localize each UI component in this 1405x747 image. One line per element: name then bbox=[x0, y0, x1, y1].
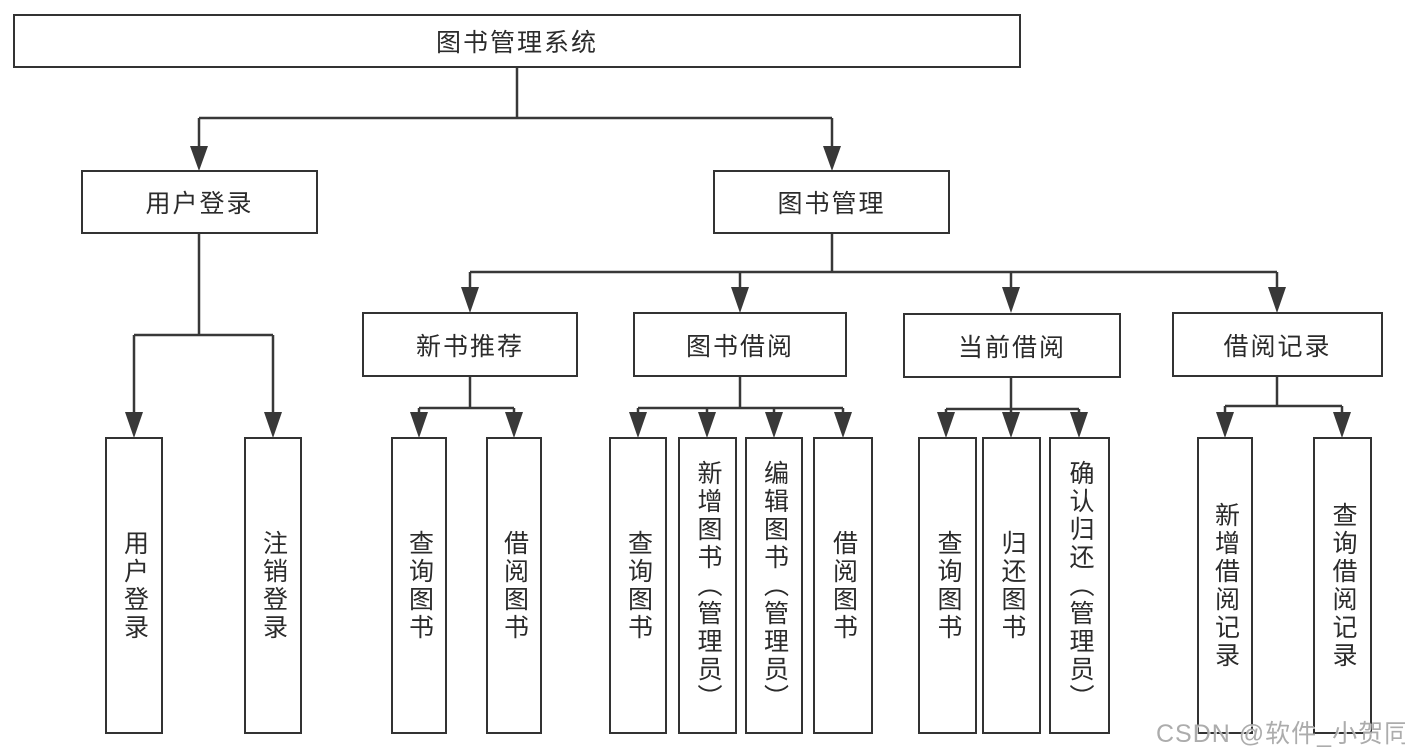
node-leaf-query-books-recommend: 查询图书 bbox=[391, 437, 447, 734]
node-label: 新增图书（管理员） bbox=[694, 459, 722, 712]
node-label: 查询图书 bbox=[405, 529, 434, 642]
node-borrowing-records: 借阅记录 bbox=[1172, 312, 1383, 377]
node-label: 归还图书 bbox=[998, 529, 1026, 642]
node-label: 当前借阅 bbox=[957, 333, 1066, 362]
node-label: 新书推荐 bbox=[415, 332, 524, 361]
node-leaf-query-books-borrowing: 查询图书 bbox=[609, 437, 667, 734]
node-label: 新增借阅记录 bbox=[1211, 501, 1240, 670]
node-label: 借阅记录 bbox=[1223, 332, 1332, 361]
node-label: 用户登录 bbox=[145, 190, 254, 218]
node-leaf-logout: 注销登录 bbox=[244, 437, 302, 734]
node-leaf-confirm-return-admin: 确认归还（管理员） bbox=[1049, 437, 1110, 734]
node-book-borrowing: 图书借阅 bbox=[633, 312, 847, 377]
node-label: 查询借阅记录 bbox=[1329, 501, 1357, 670]
node-label: 图书管理 bbox=[777, 190, 886, 218]
node-label: 用户登录 bbox=[120, 529, 149, 642]
node-user-login: 用户登录 bbox=[81, 170, 318, 234]
watermark: CSDN @软件_小贺同学 bbox=[1156, 720, 1405, 747]
node-leaf-user-login: 用户登录 bbox=[105, 437, 163, 734]
node-leaf-return-books: 归还图书 bbox=[982, 437, 1041, 734]
node-new-book-recommend: 新书推荐 bbox=[362, 312, 578, 377]
node-leaf-query-borrow-record: 查询借阅记录 bbox=[1313, 437, 1372, 734]
node-leaf-borrow-books-recommend: 借阅图书 bbox=[486, 437, 542, 734]
node-label: 借阅图书 bbox=[500, 529, 529, 642]
node-label: 注销登录 bbox=[259, 529, 288, 642]
node-current-borrowing: 当前借阅 bbox=[903, 313, 1121, 378]
node-label: 编辑图书（管理员） bbox=[760, 459, 789, 712]
node-label: 查询图书 bbox=[934, 529, 962, 642]
node-leaf-add-borrow-record: 新增借阅记录 bbox=[1197, 437, 1253, 734]
node-book-management: 图书管理 bbox=[713, 170, 950, 234]
node-library-system: 图书管理系统 bbox=[13, 14, 1021, 68]
node-label: 确认归还（管理员） bbox=[1066, 459, 1094, 712]
node-leaf-query-books-current: 查询图书 bbox=[918, 437, 977, 734]
node-leaf-add-book-admin: 新增图书（管理员） bbox=[678, 437, 737, 734]
node-leaf-borrow-books: 借阅图书 bbox=[813, 437, 873, 734]
node-label: 图书借阅 bbox=[685, 332, 794, 361]
node-leaf-edit-book-admin: 编辑图书（管理员） bbox=[745, 437, 803, 734]
arrowheads bbox=[125, 146, 1351, 438]
node-label: 借阅图书 bbox=[829, 529, 858, 642]
node-label: 查询图书 bbox=[624, 529, 653, 642]
node-label: 图书管理系统 bbox=[435, 29, 598, 57]
